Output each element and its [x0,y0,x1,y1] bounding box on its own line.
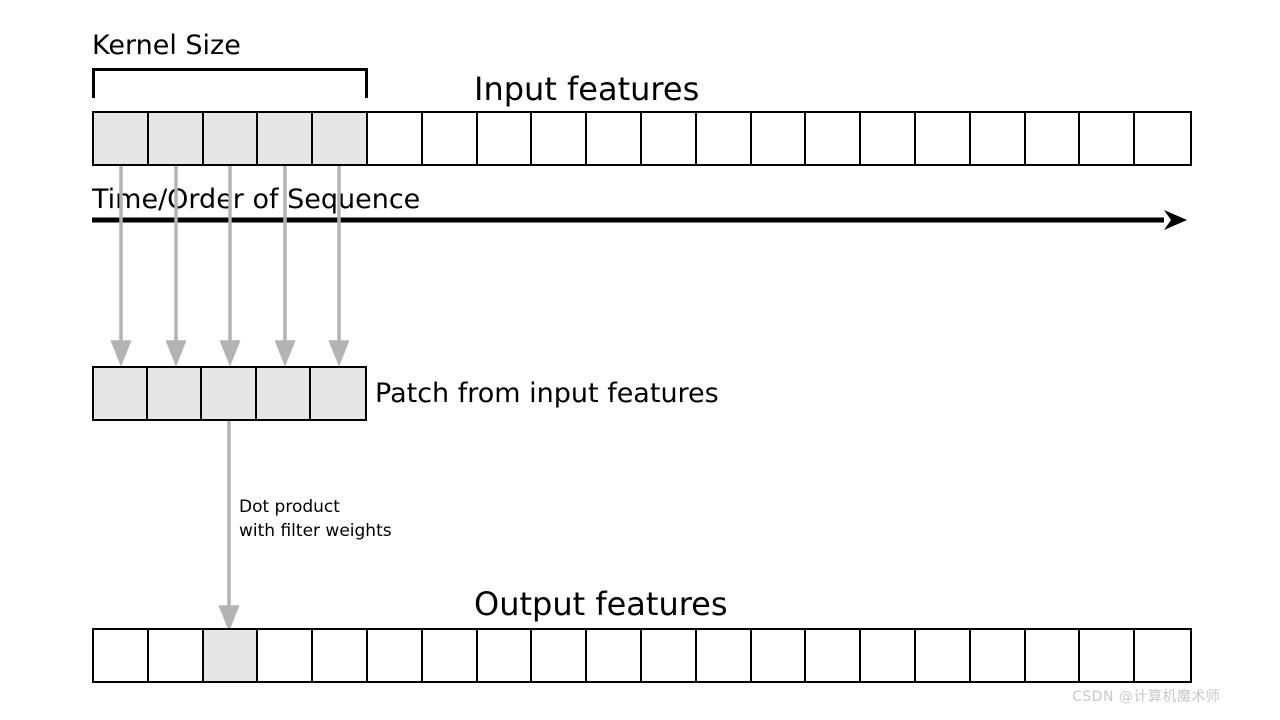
output-feature-cell [1135,630,1190,681]
input-feature-cell [806,113,862,164]
input-feature-cell [422,113,478,164]
input-feature-cell [1135,113,1190,164]
kernel-bracket-tick-left [92,68,95,98]
input-feature-cell [751,113,807,164]
output-feature-cell [258,630,314,681]
patch-feature-cell [94,368,149,419]
output-feature-cell [915,630,971,681]
input-feature-cell [532,113,588,164]
kernel-size-label: Kernel Size [92,30,241,61]
output-feature-cell [203,630,259,681]
patch-feature-cell [148,368,203,419]
input-feature-cell [587,113,642,164]
input-feature-cell [861,113,916,164]
patch-feature-cell [256,368,311,419]
input-feature-cell [148,113,204,164]
input-features-title: Input features [474,70,700,108]
patch-features-strip [92,366,367,421]
output-feature-cell [641,630,697,681]
dot-product-line-1: Dot product [239,497,340,517]
output-feature-cell [422,630,478,681]
patch-features-label: Patch from input features [375,378,719,409]
input-feature-cell [258,113,314,164]
csdn-watermark: CSDN @计算机魔术师 [1072,689,1221,705]
kernel-bracket-bar [92,68,368,71]
input-feature-cell [696,113,752,164]
output-feature-cell [806,630,862,681]
output-features-strip [92,628,1192,683]
output-feature-cell [148,630,204,681]
output-feature-cell [861,630,916,681]
output-feature-cell [970,630,1026,681]
output-feature-cell [1025,630,1081,681]
dot-product-line-2: with filter weights [239,521,392,541]
input-feature-cell [915,113,971,164]
patch-feature-cell [202,368,257,419]
time-order-label: Time/Order of Sequence [92,184,421,215]
input-feature-cell [367,113,423,164]
input-feature-cell [1025,113,1081,164]
time-axis-arrow [92,210,1187,230]
output-feature-cell [367,630,423,681]
output-feature-cell [477,630,533,681]
output-feature-cell [313,630,368,681]
input-to-patch-arrows [110,166,350,366]
input-features-strip [92,111,1192,166]
output-feature-cell [751,630,807,681]
kernel-size-bracket [92,68,368,98]
input-feature-cell [1080,113,1136,164]
input-feature-cell [94,113,149,164]
dot-product-caption: Dot product with filter weights [239,495,392,543]
output-feature-cell [532,630,588,681]
output-features-title: Output features [474,585,728,623]
output-feature-cell [587,630,642,681]
output-feature-cell [94,630,149,681]
output-feature-cell [696,630,752,681]
input-feature-cell [203,113,259,164]
patch-to-output-arrow [218,421,240,629]
patch-feature-cell [310,368,365,419]
input-feature-cell [477,113,533,164]
output-feature-cell [1080,630,1136,681]
input-feature-cell [970,113,1026,164]
input-feature-cell [313,113,368,164]
kernel-bracket-tick-right [365,68,368,98]
input-feature-cell [641,113,697,164]
